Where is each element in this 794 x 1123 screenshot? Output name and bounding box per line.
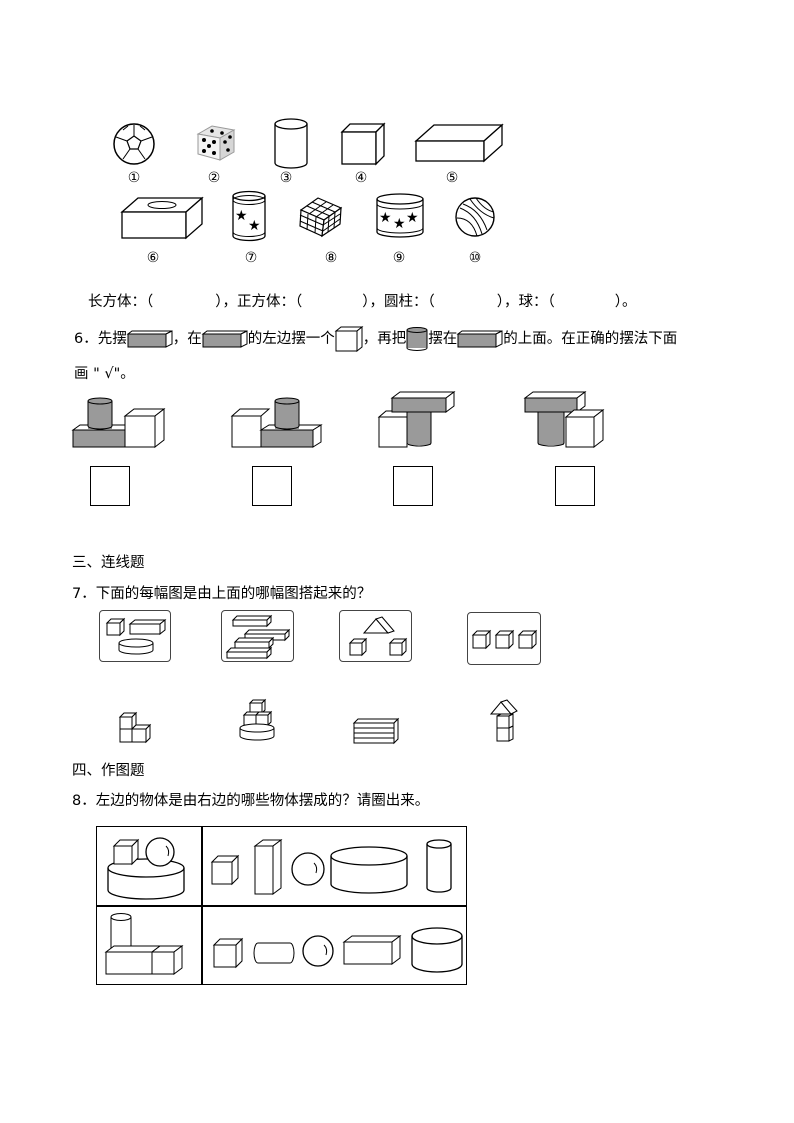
- source-frame-4[interactable]: [467, 612, 541, 665]
- section-3-title: 三、连线题: [72, 555, 145, 571]
- q6-part-5: 摆在: [428, 331, 458, 347]
- cube-inline-icon: [334, 325, 364, 353]
- built-object-4[interactable]: [487, 698, 521, 744]
- option-cube-1[interactable]: [210, 854, 240, 886]
- q6-part-6: 的上面。在正确的摆法下面: [503, 331, 678, 347]
- svg-text:★: ★: [248, 218, 261, 234]
- section-4-title: 四、作图题: [72, 763, 145, 779]
- q6-part-1: 6．先摆: [74, 331, 127, 347]
- svg-text:★: ★: [379, 210, 392, 226]
- source-frame-1[interactable]: [99, 610, 171, 662]
- star-drum-icon: ★ ★ ★: [376, 193, 424, 238]
- shape-label-9: ⑨: [392, 250, 406, 266]
- answer-box-1[interactable]: [90, 466, 130, 506]
- star-can-icon: ★ ★: [232, 190, 266, 242]
- arrangement-option-4: [523, 391, 605, 449]
- cuboid-prompt: 长方体：（: [88, 294, 154, 310]
- source-1-shapes: [105, 617, 167, 655]
- answer-box-4[interactable]: [555, 466, 595, 506]
- shape-label-6: ⑥: [146, 250, 160, 266]
- cube-prompt: ），正方体：（: [215, 294, 303, 310]
- built-object-2[interactable]: [238, 698, 276, 744]
- dice-icon: [196, 125, 236, 161]
- answer-box-3[interactable]: [393, 466, 433, 506]
- shape-label-2: ②: [207, 170, 221, 186]
- option-cuboid-2[interactable]: [342, 934, 402, 966]
- cuboid-inline-icon-2: [201, 330, 248, 348]
- volleyball-icon: [455, 197, 495, 237]
- shape-label-7: ⑦: [244, 250, 258, 266]
- option-sphere-2[interactable]: [301, 934, 335, 968]
- shape-label-10: ⑩: [468, 250, 482, 266]
- tissue-box-icon: [120, 196, 204, 240]
- sphere-prompt: ），球：（: [496, 294, 555, 310]
- combined-object-2: [104, 913, 184, 975]
- q7-text: 7．下面的每幅图是由上面的哪幅图搭起来的？: [72, 586, 372, 602]
- cylinder-icon: [274, 118, 308, 169]
- svg-text:★: ★: [393, 216, 406, 232]
- shape-label-3: ③: [279, 170, 293, 186]
- option-wide-cylinder-1[interactable]: [328, 844, 410, 896]
- q6-part-3: 的左边摆一个: [247, 331, 335, 347]
- q6-text-line2: 画 " √"。: [74, 366, 135, 382]
- shape-label-4: ④: [354, 170, 368, 186]
- option-sphere-1[interactable]: [290, 851, 326, 887]
- option-cube-2[interactable]: [212, 937, 244, 969]
- option-horizontal-cylinder-2[interactable]: [252, 940, 296, 966]
- built-object-3[interactable]: [352, 716, 400, 745]
- source-3-shapes: [348, 616, 408, 657]
- cuboid-inline-icon-3: [456, 330, 503, 348]
- cube-icon: [340, 122, 386, 166]
- source-frame-3[interactable]: [339, 610, 412, 662]
- source-frame-2[interactable]: [221, 610, 294, 662]
- cylinder-inline-icon: [406, 327, 428, 351]
- flat-cuboid-icon: [414, 123, 504, 163]
- answer-box-2[interactable]: [252, 466, 292, 506]
- svg-text:★: ★: [235, 208, 248, 224]
- rubiks-cube-icon: [299, 197, 343, 238]
- arrangement-option-1: [71, 397, 166, 449]
- arrangement-option-3: [377, 391, 456, 448]
- shape-label-5: ⑤: [445, 170, 459, 186]
- built-object-1[interactable]: [118, 711, 154, 745]
- q6-part-2: ，在: [172, 331, 202, 347]
- end-prompt: ）。: [614, 294, 637, 310]
- cylinder-prompt: ），圆柱：（: [362, 294, 435, 310]
- option-tall-cuboid-1[interactable]: [253, 838, 283, 896]
- cuboid-inline-icon: [126, 330, 173, 348]
- q8-text: 8．左边的物体是由右边的哪些物体摆成的？请圈出来。: [72, 793, 430, 809]
- svg-text:★: ★: [406, 210, 419, 226]
- shape-label-8: ⑧: [324, 250, 338, 266]
- source-2-shapes: [225, 614, 291, 660]
- option-tall-cylinder-1[interactable]: [425, 838, 453, 894]
- combined-object-1: [107, 837, 185, 900]
- arrangement-option-2: [230, 397, 323, 448]
- table-horizontal-divider: [97, 905, 466, 907]
- shape-label-1: ①: [127, 170, 141, 186]
- soccer-ball-icon: [113, 123, 155, 165]
- q5-answer-line: 长方体：（ ），正方体：（ ），圆柱：（ ），球：（ ）。: [88, 290, 637, 311]
- q6-text: 6．先摆 ，在 的左边摆一个 ，再把 摆在 的上面。在正确的摆法下面: [74, 325, 678, 353]
- q6-part-4: ，再把: [362, 331, 407, 347]
- option-wide-cylinder-2[interactable]: [410, 926, 464, 974]
- q8-table: [96, 826, 467, 985]
- source-4-shapes: [471, 629, 538, 650]
